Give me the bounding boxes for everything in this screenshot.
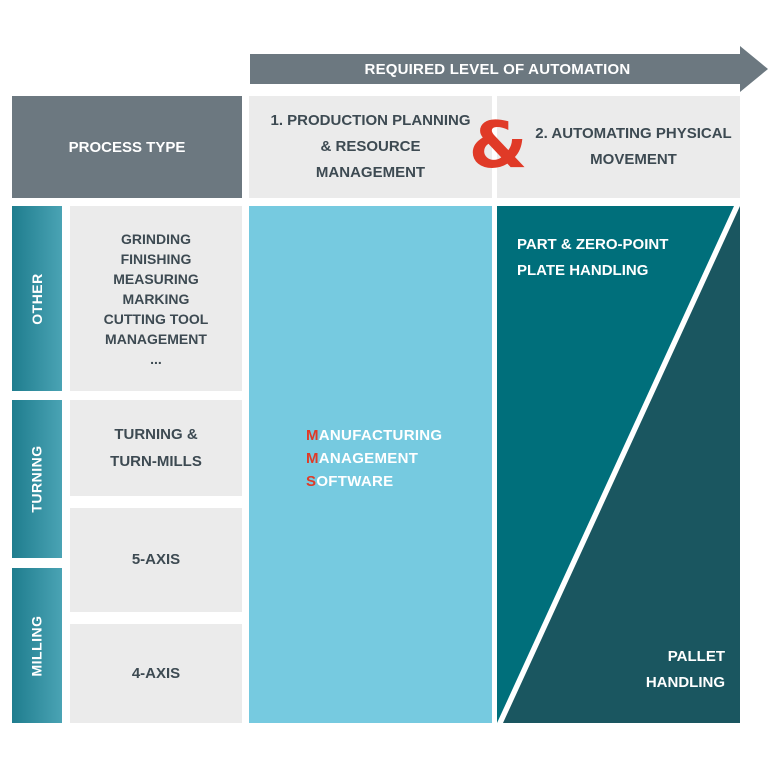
production-planning-label: 1. PRODUCTION PLANNING & RESOURCE MANAGE… bbox=[270, 112, 471, 181]
part-handling-label: PART & ZERO-POINT PLATE HANDLING bbox=[517, 236, 669, 279]
category-turning-label: TURNING bbox=[29, 445, 45, 513]
process-other-list: GRINDING FINISHING MEASURING MARKING CUT… bbox=[70, 206, 242, 391]
automation-arrow-label: REQUIRED LEVEL OF AUTOMATION bbox=[364, 60, 631, 78]
physical-movement-header: 2. AUTOMATING PHYSICAL MOVEMENT bbox=[497, 96, 740, 198]
category-turning: TURNING bbox=[12, 400, 62, 558]
process-other-item: MANAGEMENT bbox=[105, 330, 207, 347]
pallet-handling-label: PALLET HANDLING bbox=[645, 648, 725, 691]
part-handling-area bbox=[497, 206, 734, 723]
process-other-item: CUTTING TOOL bbox=[103, 310, 209, 327]
mms-initial-s: S bbox=[306, 473, 317, 490]
mms-label: MANUFACTURING MANAGEMENT SOFTWARE bbox=[306, 424, 486, 493]
process-4-axis: 4-AXIS bbox=[70, 624, 242, 723]
category-other-label: OTHER bbox=[29, 272, 45, 325]
category-milling-label: MILLING bbox=[29, 614, 46, 677]
category-other: OTHER bbox=[12, 206, 62, 391]
pallet-handling-area bbox=[503, 206, 740, 723]
mms-column bbox=[249, 206, 492, 723]
process-other-item: MARKING bbox=[122, 290, 190, 307]
mms-initial-m1: M bbox=[306, 427, 319, 444]
process-other-item: FINISHING bbox=[120, 250, 192, 267]
production-planning-header: 1. PRODUCTION PLANNING & RESOURCE MANAGE… bbox=[249, 96, 492, 198]
process-other-item: MEASURING bbox=[113, 270, 199, 287]
ampersand-symbol: & bbox=[468, 109, 528, 183]
physical-movement-label: 2. AUTOMATING PHYSICAL MOVEMENT bbox=[535, 125, 732, 168]
category-milling: MILLING bbox=[12, 568, 62, 723]
process-turning-label: TURNING & TURN-MILLS bbox=[110, 426, 202, 470]
process-turning: TURNING & TURN-MILLS bbox=[70, 400, 242, 496]
automation-arrow bbox=[250, 46, 768, 92]
mms-word-manufacturing: ANUFACTURING bbox=[318, 427, 443, 444]
process-type-header: PROCESS TYPE bbox=[12, 96, 242, 198]
process-other-item: GRINDING bbox=[121, 230, 191, 247]
process-5-axis: 5-AXIS bbox=[70, 508, 242, 612]
process-other-item: ... bbox=[150, 350, 162, 367]
physical-movement-diagonal bbox=[497, 206, 740, 723]
mms-word-software: OFTWARE bbox=[316, 473, 394, 490]
mms-initial-m2: M bbox=[306, 450, 319, 467]
mms-word-management: ANAGEMENT bbox=[318, 450, 419, 467]
